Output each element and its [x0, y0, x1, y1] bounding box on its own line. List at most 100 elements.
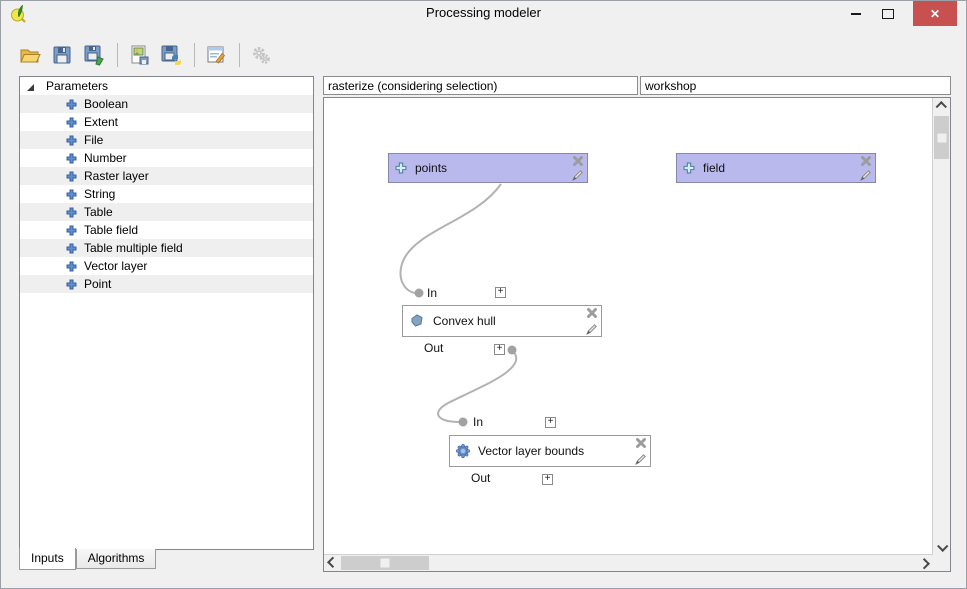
tree-item-label: File: [84, 133, 104, 147]
maximize-button[interactable]: [873, 1, 902, 26]
tree-item-vector-layer[interactable]: Vector layer: [20, 257, 313, 275]
tree-item-extent[interactable]: Extent: [20, 113, 313, 131]
model-group-input[interactable]: [640, 76, 951, 95]
add-input-icon: [683, 162, 695, 174]
model-name-input[interactable]: [323, 76, 638, 95]
input-node-points[interactable]: points: [388, 153, 588, 183]
toolbar: [1, 26, 966, 74]
algo-node-vector-layer-bounds[interactable]: Vector layer bounds: [449, 435, 651, 467]
delete-node-icon[interactable]: [572, 155, 584, 167]
algo-node-convex-hull[interactable]: Convex hull: [402, 305, 602, 337]
tree-item-label: Raster layer: [84, 169, 149, 183]
tab-inputs[interactable]: Inputs: [19, 548, 76, 570]
export-as-image-button[interactable]: [124, 41, 154, 69]
toolbar-separator: [239, 43, 240, 67]
tree-item-label: Extent: [84, 115, 119, 129]
window-title: Processing modeler: [426, 5, 541, 20]
save-model-icon: [53, 46, 71, 64]
algo-out-label: Out: [424, 341, 444, 355]
expand-in-icon[interactable]: +: [495, 287, 506, 298]
tree-item-table[interactable]: Table: [20, 203, 313, 221]
vertical-scrollbar[interactable]: [932, 98, 950, 555]
tab-algorithms-label: Algorithms: [87, 551, 145, 565]
input-node-label: points: [415, 161, 448, 175]
open-model-button[interactable]: [15, 41, 45, 69]
add-param-icon: [66, 207, 77, 217]
chevron-right-icon: [918, 558, 930, 570]
link-endpoint-dot: [458, 417, 468, 427]
add-param-icon: [66, 171, 77, 181]
delete-node-icon[interactable]: [586, 307, 598, 319]
tree-item-number[interactable]: Number: [20, 149, 313, 167]
open-model-icon: [20, 49, 41, 63]
tree-item-raster-layer[interactable]: Raster layer: [20, 167, 313, 185]
edit-node-icon[interactable]: [585, 323, 598, 336]
tree-item-boolean[interactable]: Boolean: [20, 95, 313, 113]
minimize-button[interactable]: [841, 1, 870, 26]
scroll-left-button[interactable]: [324, 555, 340, 571]
plus-glyph: +: [497, 286, 504, 297]
tree-root-label: Parameters: [46, 79, 109, 93]
add-param-icon: [66, 279, 77, 289]
tree-item-file[interactable]: File: [20, 131, 313, 149]
link-endpoint-dot: [414, 288, 424, 298]
scroll-right-button[interactable]: [917, 555, 933, 571]
maximize-icon: [881, 8, 894, 19]
export-as-image-icon: [131, 45, 149, 65]
plus-glyph: +: [496, 343, 503, 354]
add-param-icon: [66, 243, 77, 253]
horizontal-scrollbar[interactable]: [324, 554, 933, 571]
close-icon: ✕: [929, 6, 941, 21]
algo-node-label: Vector layer bounds: [478, 444, 585, 458]
add-param-icon: [66, 135, 77, 145]
delete-node-icon[interactable]: [635, 437, 647, 449]
chevron-left-icon: [327, 556, 339, 568]
model-canvas[interactable]: points field In + Convex h: [324, 98, 933, 555]
convex-hull-icon: [409, 313, 425, 329]
save-as-python-script-button[interactable]: [156, 41, 186, 69]
tree-item-point[interactable]: Point: [20, 275, 313, 293]
tab-algorithms[interactable]: Algorithms: [75, 549, 157, 569]
expand-out-icon[interactable]: +: [542, 474, 553, 485]
algo-in-label: In: [427, 286, 438, 300]
add-input-icon: [395, 162, 407, 174]
vertical-scroll-thumb[interactable]: [934, 116, 949, 159]
edit-node-icon[interactable]: [859, 169, 872, 182]
tree-item-table-multiple-field[interactable]: Table multiple field: [20, 239, 313, 257]
edit-node-icon[interactable]: [571, 169, 584, 182]
plus-glyph: +: [544, 473, 551, 484]
edit-node-icon[interactable]: [634, 453, 647, 466]
scroll-down-button[interactable]: [933, 539, 950, 555]
scroll-up-button[interactable]: [933, 98, 950, 114]
scroll-grip: [380, 558, 390, 568]
edit-model-help-button[interactable]: [201, 41, 231, 69]
add-param-icon: [66, 153, 77, 163]
chevron-down-icon: [936, 540, 948, 552]
link-startpoint-dot: [507, 345, 517, 355]
qgis-logo-icon: [11, 4, 26, 23]
save-model-button[interactable]: [47, 41, 77, 69]
tab-inputs-label: Inputs: [31, 551, 64, 565]
tree-item-label: Point: [84, 277, 112, 291]
add-param-icon: [66, 117, 77, 127]
tree-expand-icon[interactable]: [27, 83, 34, 91]
input-node-field[interactable]: field: [676, 153, 876, 183]
run-model-button[interactable]: [246, 41, 276, 69]
tree-item-label: String: [84, 187, 116, 201]
close-button[interactable]: ✕: [913, 1, 957, 26]
titlebar: Processing modeler ✕: [1, 1, 966, 26]
horizontal-scroll-thumb[interactable]: [341, 556, 429, 570]
add-param-icon: [66, 189, 77, 199]
chevron-up-icon: [935, 101, 947, 113]
tree-item-table-field[interactable]: Table field: [20, 221, 313, 239]
tree-item-string[interactable]: String: [20, 185, 313, 203]
save-model-as-button[interactable]: [79, 41, 109, 69]
run-model-icon: [253, 47, 270, 64]
scroll-grip: [937, 133, 946, 142]
delete-node-icon[interactable]: [860, 155, 872, 167]
tree-item-parameters[interactable]: Parameters: [20, 77, 313, 95]
parameters-panel: Parameters Boolean Extent File Number Ra…: [13, 76, 320, 573]
expand-out-icon[interactable]: +: [494, 344, 505, 355]
expand-in-icon[interactable]: +: [545, 417, 556, 428]
